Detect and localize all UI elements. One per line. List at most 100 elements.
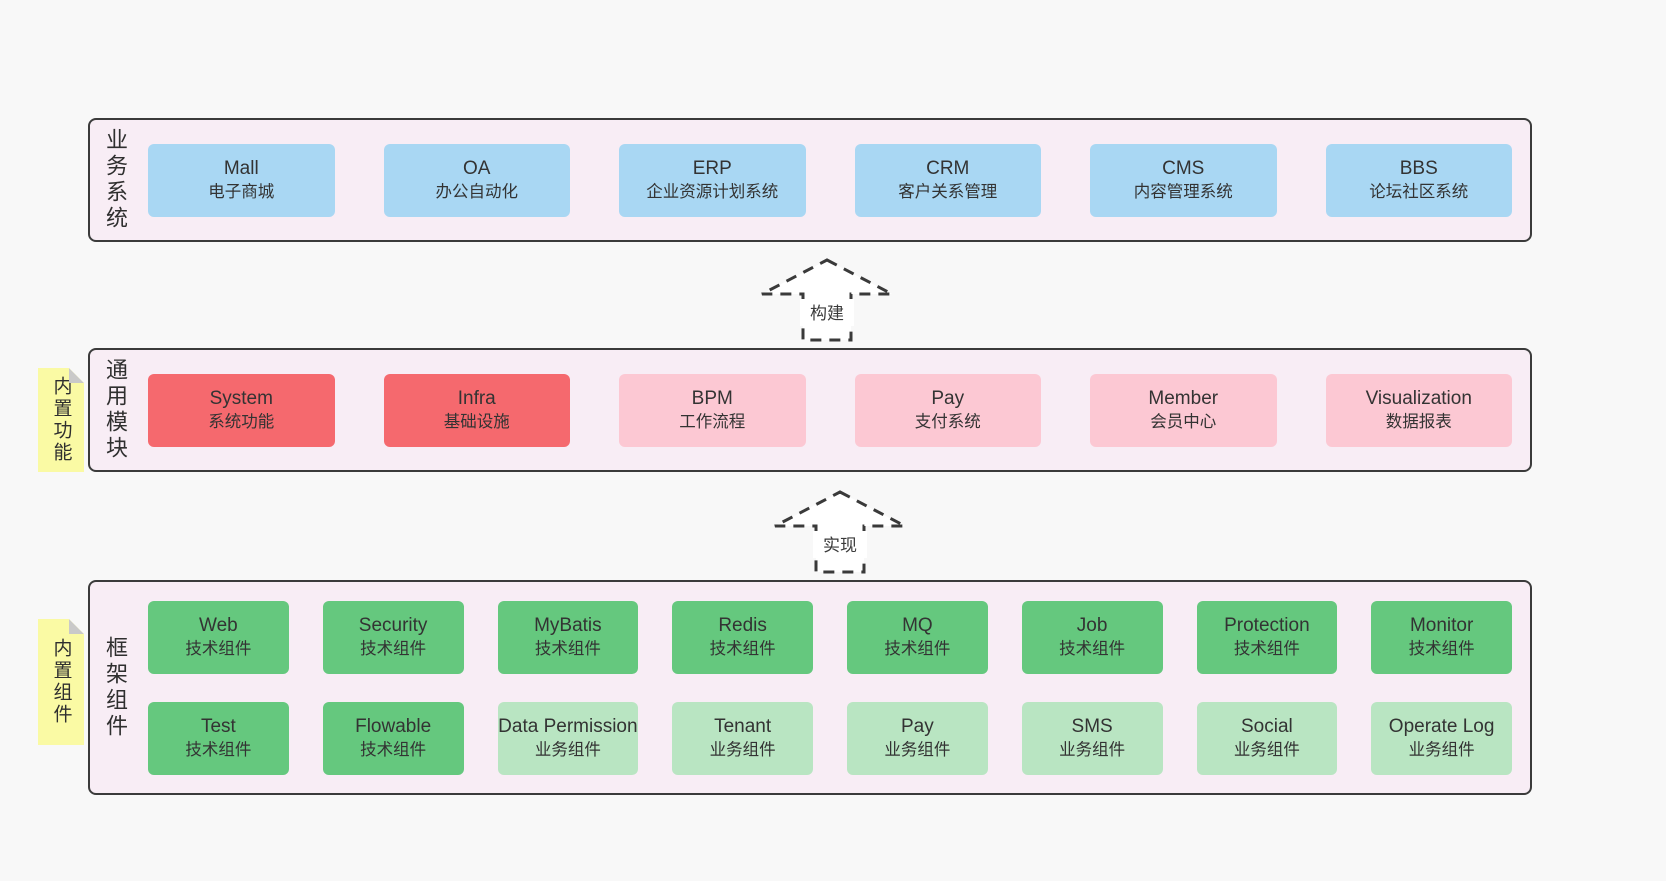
box-subtitle: 业务组件 (534, 740, 601, 759)
box-subtitle: 技术组件 (884, 639, 951, 658)
box-title: Social (1241, 715, 1293, 737)
sticky-fold-corner (69, 619, 84, 634)
box-title: Pay (901, 715, 934, 737)
box-mall: Mall 电子商城 (148, 143, 335, 217)
box-title: Mall (223, 157, 259, 179)
box-subtitle: 会员中心 (1150, 412, 1217, 431)
box-operate-log: Operate Log 业务组件 (1371, 701, 1512, 775)
box-title: Redis (718, 614, 767, 636)
box-title: Pay (931, 387, 965, 409)
box-infra: Infra 基础设施 (383, 373, 570, 447)
box-subtitle: 业务组件 (1408, 740, 1475, 759)
box-mybatis: MyBatis 技术组件 (497, 600, 639, 674)
box-subtitle: 数据报表 (1385, 412, 1452, 431)
box-mq: MQ 技术组件 (847, 600, 988, 674)
box-subtitle: 技术组件 (360, 639, 427, 658)
box-title: Security (358, 614, 428, 636)
build-arrow: 构建 (761, 258, 893, 342)
box-title: OA (463, 157, 491, 179)
box-subtitle: 技术组件 (1233, 639, 1300, 658)
box-sms: SMS 业务组件 (1021, 701, 1163, 775)
box-subtitle: 业务组件 (1059, 740, 1126, 759)
build-arrow-label: 构建 (810, 304, 844, 323)
box-title: Monitor (1409, 614, 1474, 636)
modules-boxes: System 系统功能 Infra 基础设施 BPM 工作流程 Pay 支付系统 Member 会… (148, 350, 1512, 470)
box-subtitle: 客户关系管理 (898, 182, 998, 201)
box-subtitle: 业务组件 (1233, 740, 1300, 759)
box-subtitle: 论坛社区系统 (1369, 182, 1469, 201)
box-title: System (209, 387, 273, 409)
box-system: System 系统功能 (148, 373, 335, 447)
box-oa: OA 办公自动化 (383, 143, 570, 217)
box-subtitle: 技术组件 (1059, 639, 1126, 658)
box-title: Visualization (1365, 387, 1472, 409)
sticky-fold-corner (69, 368, 84, 383)
box-bpm: BPM 工作流程 (619, 373, 806, 447)
box-subtitle: 办公自动化 (435, 182, 519, 201)
build-arrow-label-bg (800, 299, 854, 326)
box-title: BBS (1399, 157, 1438, 179)
box-title: Member (1148, 387, 1219, 409)
box-subtitle: 业务组件 (884, 740, 951, 759)
box-pay: Pay 支付系统 (854, 373, 1041, 447)
box-subtitle: 企业资源计划系统 (646, 182, 779, 201)
box-subtitle: 技术组件 (534, 639, 601, 658)
box-title: Data Permission (498, 715, 638, 737)
layer-business-systems: 业务系统 Mall 电子商城 OA 办公自动化 ERP 企业资源计划系统 CRM 客户关系管理… (88, 118, 1532, 242)
box-subtitle: 工作流程 (679, 412, 746, 431)
box-title: SMS (1071, 715, 1113, 737)
box-title: MQ (902, 614, 933, 636)
box-title: Job (1076, 614, 1108, 636)
box-subtitle: 技术组件 (1408, 639, 1475, 658)
box-protection: Protection 技术组件 (1196, 600, 1338, 674)
box-visualization: Visualization 数据报表 (1325, 373, 1512, 447)
box-tenant: Tenant 业务组件 (672, 701, 813, 775)
box-title: Flowable (355, 715, 432, 737)
layer-common-modules: 通用模块 System 系统功能 Infra 基础设施 BPM 工作流程 Pay 支付系统 Me… (88, 348, 1532, 472)
box-title: Operate Log (1388, 715, 1495, 737)
box-social: Social 业务组件 (1196, 701, 1338, 775)
box-title: Protection (1224, 614, 1310, 636)
box-subtitle: 电子商城 (208, 182, 275, 201)
builtin-features-label: 内置功能 (50, 376, 72, 464)
box-subtitle: 支付系统 (914, 412, 981, 431)
box-subtitle: 技术组件 (185, 639, 252, 658)
box-title: Infra (457, 387, 496, 409)
implement-arrow: 实现 (774, 490, 906, 574)
layer-modules-label: 通用模块 (103, 358, 128, 462)
box-cms: CMS 内容管理系统 (1090, 143, 1277, 217)
box-security: Security 技术组件 (322, 600, 464, 674)
box-redis: Redis 技术组件 (672, 600, 813, 674)
box-title: ERP (692, 157, 732, 179)
box-title: MyBatis (534, 614, 602, 636)
business-boxes: Mall 电子商城 OA 办公自动化 ERP 企业资源计划系统 CRM 客户关系管理 CMS 内容… (148, 120, 1512, 240)
box-erp: ERP 企业资源计划系统 (619, 143, 806, 217)
box-subtitle: 技术组件 (360, 740, 427, 759)
layer-components-label: 框架组件 (103, 635, 128, 740)
box-title: Tenant (714, 715, 772, 737)
box-subtitle: 业务组件 (709, 740, 776, 759)
box-web: Web 技术组件 (148, 600, 289, 674)
box-subtitle: 系统功能 (208, 412, 275, 431)
box-title: CMS (1162, 157, 1205, 179)
layer-business-label: 业务系统 (103, 128, 128, 232)
box-subtitle: 基础设施 (443, 412, 510, 431)
box-title: BPM (691, 387, 733, 409)
box-member: Member 会员中心 (1090, 373, 1277, 447)
box-monitor: Monitor 技术组件 (1371, 600, 1512, 674)
box-data-permission: Data Permission 业务组件 (497, 701, 639, 775)
implement-arrow-label-bg (813, 531, 867, 558)
builtin-components-sticky-note: 内置组件 (38, 619, 84, 745)
box-title: Test (200, 715, 236, 737)
box-crm: CRM 客户关系管理 (854, 143, 1041, 217)
box-title: Web (199, 614, 238, 636)
box-bbs: BBS 论坛社区系统 (1325, 143, 1512, 217)
box-subtitle: 内容管理系统 (1133, 182, 1233, 201)
box-pay: Pay 业务组件 (847, 701, 988, 775)
box-title: CRM (926, 157, 970, 179)
box-subtitle: 技术组件 (709, 639, 776, 658)
